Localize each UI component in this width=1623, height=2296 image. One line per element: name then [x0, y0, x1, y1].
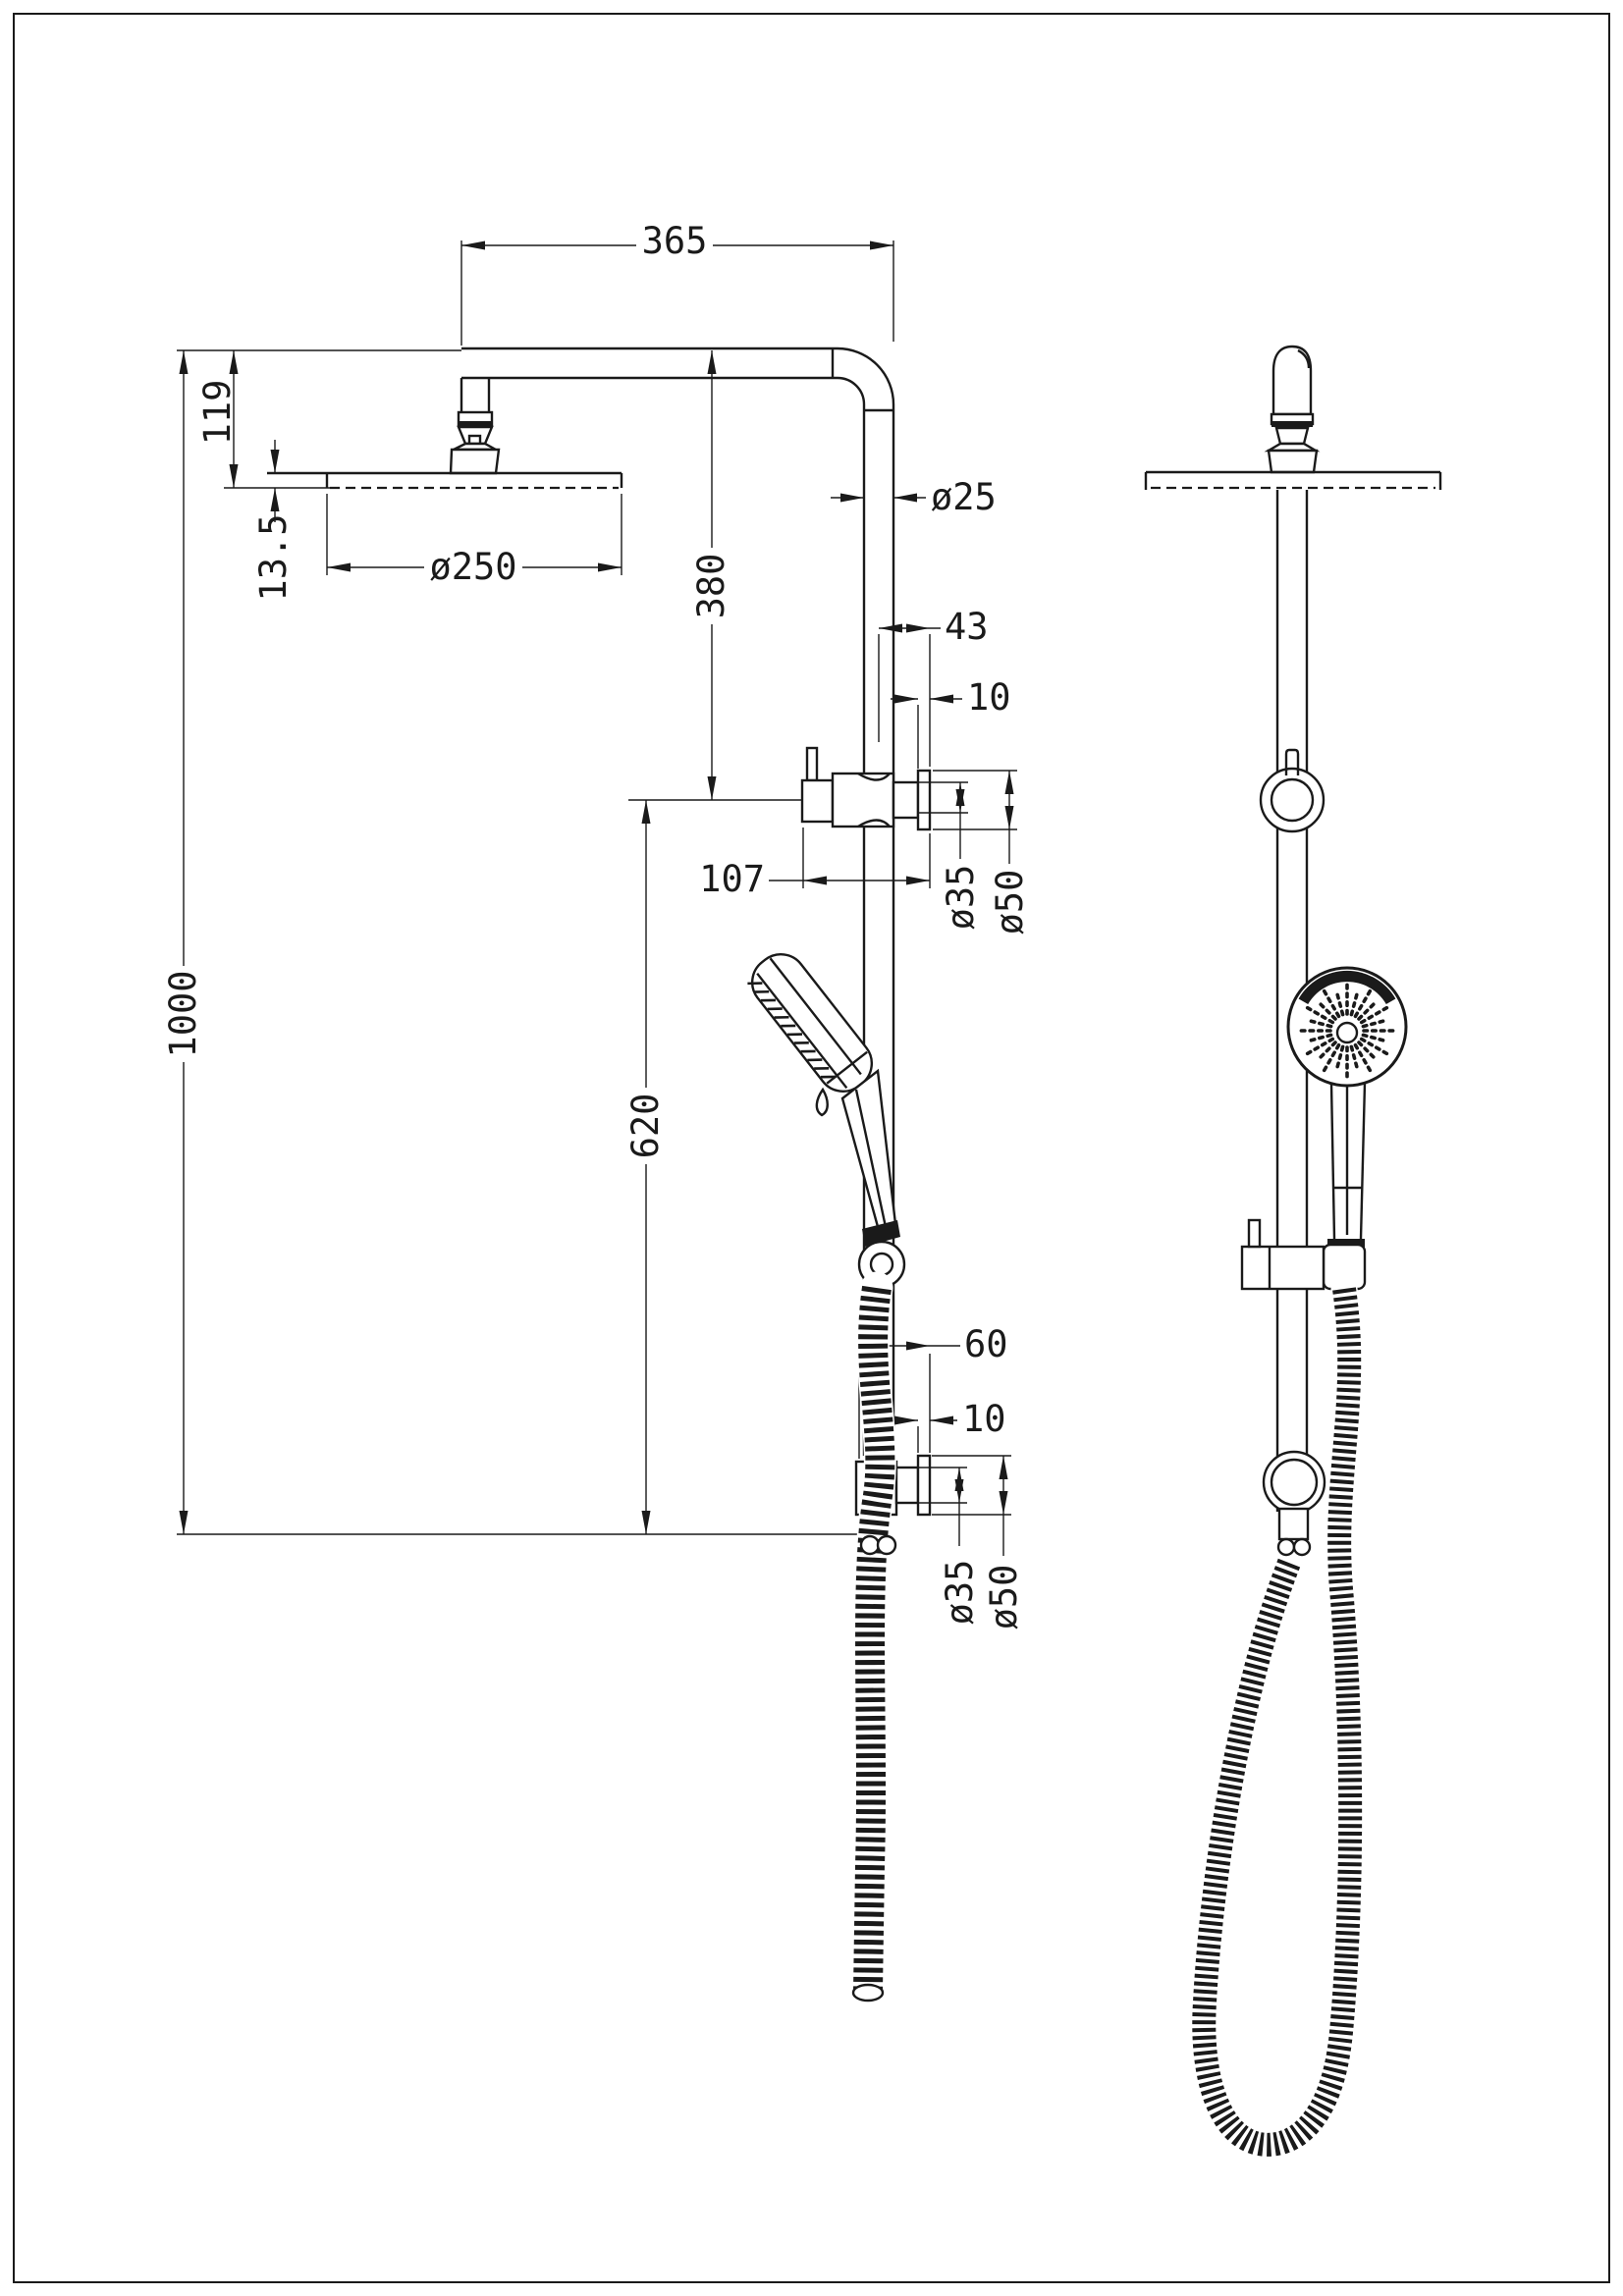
- dim-lower-flange-diameter-label: ø50: [983, 1565, 1025, 1630]
- dim-head-diameter-label: ø250: [429, 546, 516, 588]
- dim-upper-flange-diameter-label: ø50: [989, 870, 1031, 935]
- side-lower-ring: [1262, 1450, 1326, 1515]
- spray-ray: [1349, 1044, 1360, 1074]
- spray-ray: [1349, 988, 1360, 1017]
- diverter-assembly: [800, 746, 932, 831]
- dim-lower-collar-diameter-label: ø35: [939, 1560, 981, 1626]
- trickle-tab: [815, 1087, 829, 1117]
- dim-head-offset-label: 119: [196, 380, 239, 446]
- head-ball-joint: [449, 378, 501, 475]
- lower-wall-flange: [916, 1454, 932, 1517]
- spray-ray: [1315, 998, 1337, 1021]
- spray-ray: [1304, 1018, 1333, 1029]
- diverter-body: [831, 772, 895, 828]
- front-dimensions: 365 119 13.5 ø250 ø25: [162, 220, 1031, 1629]
- spray-ray: [1353, 986, 1374, 1019]
- slider-pin: [1247, 1218, 1262, 1249]
- dim-pipe-diameter-label: ø25: [931, 476, 997, 518]
- dim-arm-to-diverter-label: 380: [690, 554, 732, 619]
- sheet-border: [13, 13, 1610, 2283]
- side-view: [1144, 345, 1442, 2159]
- inlet-swivel-right: [876, 1534, 897, 1556]
- side-hand-shower-handle: [1327, 1082, 1367, 1249]
- front-view: 365 119 13.5 ø250 ø25: [162, 220, 1031, 2007]
- lower-collar: [894, 1466, 920, 1505]
- spray-ray: [1361, 1018, 1390, 1029]
- spray-ray: [1321, 986, 1341, 1019]
- side-rain-head: [1144, 470, 1442, 490]
- side-slider-bracket: [1240, 1218, 1367, 1291]
- diverter-pin: [805, 746, 819, 782]
- side-ball-joint: [1264, 345, 1321, 474]
- spray-ray: [1353, 1042, 1374, 1076]
- shower-arm: [461, 347, 895, 412]
- spray-nozzle-pattern: [1296, 980, 1398, 1082]
- dim-lower-bracket-width-label: 60: [964, 1323, 1008, 1365]
- diverter-knob: [800, 778, 835, 824]
- shower-hose-side: [1190, 1275, 1364, 2159]
- dim-upper-collar-diameter-label: ø35: [940, 865, 982, 931]
- upper-wall-flange: [916, 769, 932, 831]
- dim-head-thickness-label: 13.5: [252, 513, 295, 601]
- spray-ray: [1302, 1004, 1335, 1025]
- hand-shower-head: [747, 953, 874, 1093]
- spray-ray: [1357, 998, 1380, 1021]
- spray-ray: [1359, 1004, 1392, 1025]
- inlet-block: [1277, 1507, 1310, 1541]
- side-hand-shower-face: [1286, 966, 1408, 1088]
- side-diverter-ring: [1259, 748, 1325, 833]
- spray-ray: [1334, 1044, 1345, 1074]
- spray-ray: [1334, 988, 1345, 1017]
- hose-end: [851, 1983, 885, 2002]
- side-swivel-left: [1276, 1537, 1296, 1557]
- dim-wall-offset-label: 43: [945, 606, 989, 648]
- shower-hose-front: [851, 1271, 897, 2007]
- rain-shower-head: [267, 471, 623, 490]
- side-swivel-right: [1292, 1537, 1312, 1557]
- spray-ray: [1359, 1037, 1392, 1057]
- dim-total-height-label: 1000: [162, 970, 204, 1057]
- spray-ray: [1321, 1042, 1341, 1076]
- upper-collar: [892, 780, 920, 820]
- hand-shower-front: [747, 953, 906, 1289]
- spray-ray: [1302, 1037, 1335, 1057]
- inlet-swivel-left: [859, 1534, 881, 1556]
- dim-diverter-width-label: 107: [699, 858, 765, 900]
- spray-ray: [1304, 1033, 1333, 1043]
- hose-nut: [862, 1220, 900, 1247]
- spray-ray: [1315, 1041, 1337, 1063]
- face-rim: [1298, 970, 1396, 1004]
- face-hub: [1335, 1021, 1359, 1044]
- spray-ray: [1361, 1033, 1390, 1043]
- dim-diverter-to-inlet-label: 620: [624, 1094, 667, 1159]
- dim-upper-plate-thickness-label: 10: [967, 676, 1011, 719]
- spray-ray: [1357, 1041, 1380, 1063]
- dim-arm-reach-label: 365: [642, 220, 708, 262]
- dim-lower-plate-thickness-label: 10: [962, 1398, 1006, 1440]
